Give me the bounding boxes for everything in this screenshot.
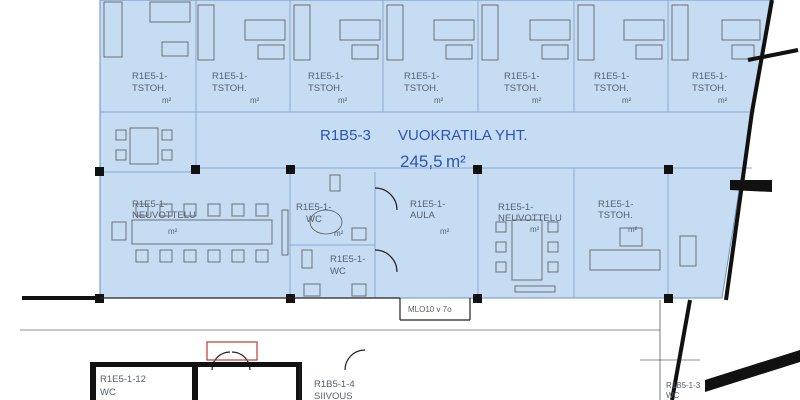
meeting-left-name: NEUVOTTELU	[132, 210, 196, 221]
below-room-labels: R1E5-1-12 WC R1B5-1-4 SIIVOUS R1B5-1-3 W…	[100, 374, 701, 400]
below-3-code: R1B5-1-3	[666, 381, 701, 390]
plan-title: R1B5-3	[320, 127, 371, 144]
door-swings	[211, 187, 398, 371]
below-3-name: WC	[666, 391, 680, 400]
room-4-code: R1E5-1-	[404, 71, 439, 82]
aula-unit: m²	[440, 227, 450, 236]
below-2-name: SIIVOUS	[314, 391, 353, 400]
room-7-name: TSTOH.	[692, 83, 727, 94]
room-2-name: TSTOH.	[212, 83, 247, 94]
wc-upper-name: WC	[306, 214, 322, 225]
room-4-name: TSTOH.	[404, 83, 439, 94]
office-furniture	[103, 1, 761, 297]
meeting-left-code: R1E5-1-	[132, 199, 167, 210]
office-right-unit: m²	[628, 225, 638, 234]
aula-name: AULA	[410, 210, 435, 221]
aula-code: R1E5-1-	[410, 199, 445, 210]
wc-lower-name: WC	[330, 266, 346, 277]
below-1-name: WC	[100, 387, 116, 398]
room-6-unit: m²	[622, 96, 632, 105]
room-5-unit: m²	[532, 96, 542, 105]
wc-upper-unit: m²	[334, 229, 344, 238]
room-2-unit: m²	[250, 96, 260, 105]
meeting-right-code: R1E5-1-	[498, 202, 533, 213]
lower-room-labels: R1E5-1- NEUVOTTELU m² R1E5-1- WC m² R1E5…	[132, 199, 638, 314]
corridor-tag: MLO10 v 7o	[408, 305, 452, 314]
meeting-left-unit: m²	[168, 227, 178, 236]
room-1-name: TSTOH.	[132, 83, 167, 94]
wc-upper-code: R1E5-1-	[296, 202, 331, 213]
meeting-right-name: NEUVOTTELU	[498, 213, 562, 224]
room-7-unit: m²	[718, 96, 728, 105]
structural-walls	[22, 0, 800, 400]
room-1-code: R1E5-1-	[132, 71, 167, 82]
office-right-name: TSTOH.	[598, 210, 633, 221]
room-3-name: TSTOH.	[308, 83, 343, 94]
below-1-code: R1E5-1-12	[100, 374, 146, 385]
room-3-code: R1E5-1-	[308, 71, 343, 82]
room-5-code: R1E5-1-	[504, 71, 539, 82]
room-2-code: R1E5-1-	[212, 71, 247, 82]
room-1-unit: m²	[162, 96, 172, 105]
plan-total-area: 245,5	[400, 152, 443, 171]
rental-area	[99, 0, 771, 299]
meeting-right-unit: m²	[530, 225, 540, 234]
room-6-code: R1E5-1-	[594, 71, 629, 82]
room-7-code: R1E5-1-	[692, 71, 727, 82]
lower-floor-outlines	[20, 297, 700, 400]
room-3-unit: m²	[338, 96, 348, 105]
wc-lower-code: R1E5-1-	[330, 254, 365, 265]
office-right-code: R1E5-1-	[598, 199, 633, 210]
plan-area-unit: m²	[446, 152, 466, 171]
below-2-code: R1B5-1-4	[314, 379, 355, 390]
room-5-name: TSTOH.	[504, 83, 539, 94]
room-6-name: TSTOH.	[594, 83, 629, 94]
plan-subtitle: VUOKRATILA YHT.	[398, 127, 528, 144]
room-4-unit: m²	[434, 96, 444, 105]
top-room-labels: R1E5-1- TSTOH. m² R1E5-1- TSTOH. m² R1E5…	[132, 71, 728, 105]
